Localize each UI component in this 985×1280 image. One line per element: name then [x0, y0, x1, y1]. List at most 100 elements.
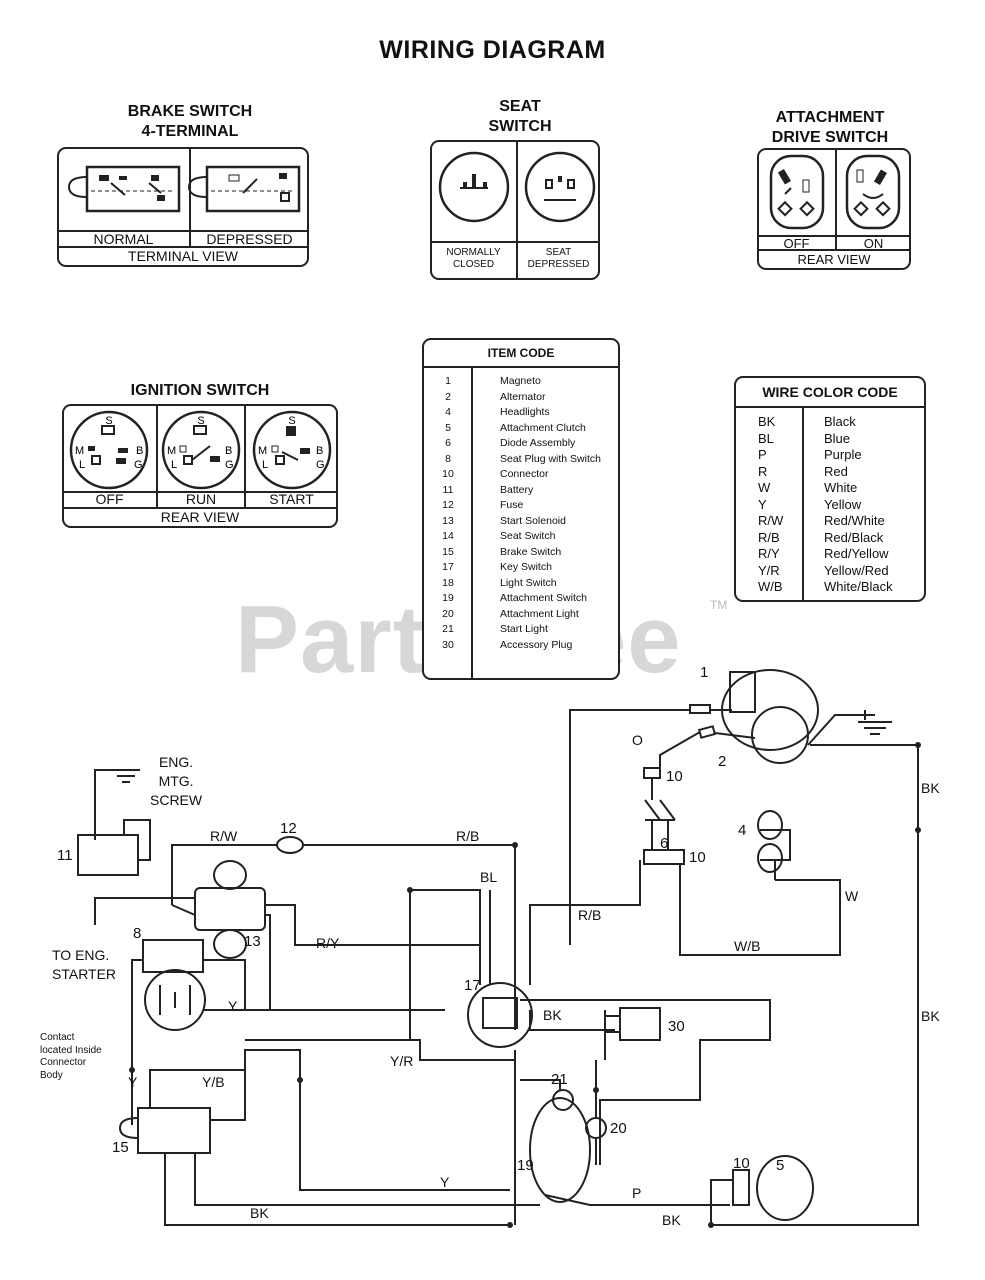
ground-symbol-left — [112, 769, 140, 783]
wire-color-code: W/B — [758, 579, 783, 594]
wire-bl — [409, 889, 491, 1040]
ign-run-l: L — [171, 459, 177, 471]
fuse-12-symbol — [276, 836, 304, 854]
ign-off-m: M — [75, 445, 84, 457]
wire-label-rb-top: R/B — [456, 828, 479, 844]
contact-line4: Body — [40, 1069, 63, 1081]
item-code-number: 18 — [442, 576, 454, 589]
wire-color-code: R/B — [758, 529, 780, 545]
wire-color-code: P — [758, 447, 767, 462]
ign-start-b: B — [316, 445, 323, 457]
wire-color-code: Y/R — [758, 562, 780, 578]
wire-color-code: W — [758, 480, 771, 495]
diode-6-lines — [644, 778, 676, 850]
wire-label-bk-bottom: BK — [250, 1205, 269, 1221]
wire-battery-pos — [123, 819, 151, 861]
engine-symbol — [721, 669, 819, 751]
item-code-number: 19 — [442, 592, 454, 604]
item-code-number: 2 — [445, 390, 451, 403]
ign-start-s: S — [288, 415, 295, 427]
key-switch-17-body — [482, 997, 518, 1029]
item-code-number: 5 — [445, 421, 451, 434]
item-num-15: 15 — [112, 1139, 129, 1156]
wire-color-code: R/W — [758, 513, 784, 528]
wire-color-name: Red — [824, 463, 848, 479]
item-code-name: Connector — [500, 468, 549, 480]
item-num-13: 13 — [244, 933, 261, 950]
seat-switch-right-line1: SEAT — [545, 247, 572, 258]
item-code-name: Attachment Switch — [500, 592, 587, 604]
item-code-row: 19 Attachment Switch — [424, 591, 605, 607]
wire-color-name: Blue — [824, 430, 851, 446]
brake-switch-15-pigtail — [118, 1117, 139, 1139]
ign-run-b: B — [225, 445, 232, 457]
item-code-row: 18 Light Switch — [424, 576, 605, 592]
alternator-connector — [697, 725, 717, 739]
accessory-plug-30 — [619, 1007, 661, 1041]
seat-switch-heading-line2: SWITCH — [488, 118, 552, 135]
item-num-30: 30 — [668, 1018, 685, 1035]
wire-color-code: BK — [758, 414, 776, 429]
item-code-number: 17 — [442, 561, 454, 573]
wire-label-y-bottom: Y — [440, 1174, 450, 1190]
item-code-number: 11 — [442, 483, 454, 496]
ign-off-s: S — [105, 415, 112, 427]
item-code-name: Seat Plug with Switch — [500, 452, 601, 465]
magneto-connector — [689, 704, 711, 714]
ign-run-m: M — [167, 445, 176, 457]
wire-label-o: O — [632, 732, 643, 748]
item-num-4: 4 — [738, 822, 746, 839]
ign-off-b: B — [136, 445, 143, 457]
brake-switch-normal-label: NORMAL — [93, 231, 154, 247]
item-code-number: 10 — [442, 468, 454, 480]
wire-color-code-heading: WIRE COLOR CODE — [736, 378, 924, 408]
seat-switch-left-line1: NORMALLY — [446, 247, 501, 258]
wire-color-code: BL — [758, 430, 774, 446]
wire-solenoid — [171, 904, 480, 1011]
wire-color-code: Y — [758, 496, 767, 512]
brake-switch-view-label: TERMINAL VIEW — [128, 248, 238, 264]
wire-bk-bottom — [164, 1153, 540, 1226]
item-num-10a: 10 — [666, 768, 683, 785]
wire-rw — [171, 844, 515, 905]
ign-start-l: L — [262, 459, 268, 471]
wire-label-bk-right2: BK — [921, 1008, 940, 1024]
attachment-switch-19 — [529, 1097, 591, 1203]
solenoid-13-body — [194, 887, 266, 931]
ignition-switch-heading: IGNITION SWITCH — [130, 382, 270, 399]
headlight-4b — [757, 843, 783, 873]
attachment-light-20 — [585, 1117, 607, 1139]
ignition-start-dial — [252, 410, 332, 490]
wire-color-code: R/Y — [758, 546, 780, 561]
item-code-name: Light Switch — [500, 576, 557, 589]
item-num-10b: 10 — [689, 849, 706, 866]
wire-label-y-left: Y — [128, 1074, 138, 1090]
wire-to-starter — [94, 897, 195, 925]
ignition-run-label: RUN — [185, 491, 217, 507]
item-code-number: 1 — [445, 375, 451, 387]
wire-yr — [245, 1039, 516, 1061]
connector-10-top — [643, 767, 661, 779]
item-code-name: Fuse — [500, 499, 524, 511]
ignition-switch-symbols: S M B L G S M B L G S M B L G — [62, 404, 338, 509]
brake-switch-heading-line2: 4-TERMINAL — [141, 123, 239, 140]
watermark-trademark: TM — [710, 598, 728, 612]
wire-label-yb: Y/B — [202, 1074, 225, 1090]
key-switch-17-symbol — [467, 982, 533, 1048]
item-num-10c: 10 — [733, 1155, 750, 1172]
item-num-2: 2 — [718, 753, 726, 770]
item-num-5: 5 — [776, 1157, 784, 1174]
attachment-switch-heading-line2: DRIVE SWITCH — [771, 129, 889, 146]
wire-label-ry: R/Y — [316, 935, 340, 951]
